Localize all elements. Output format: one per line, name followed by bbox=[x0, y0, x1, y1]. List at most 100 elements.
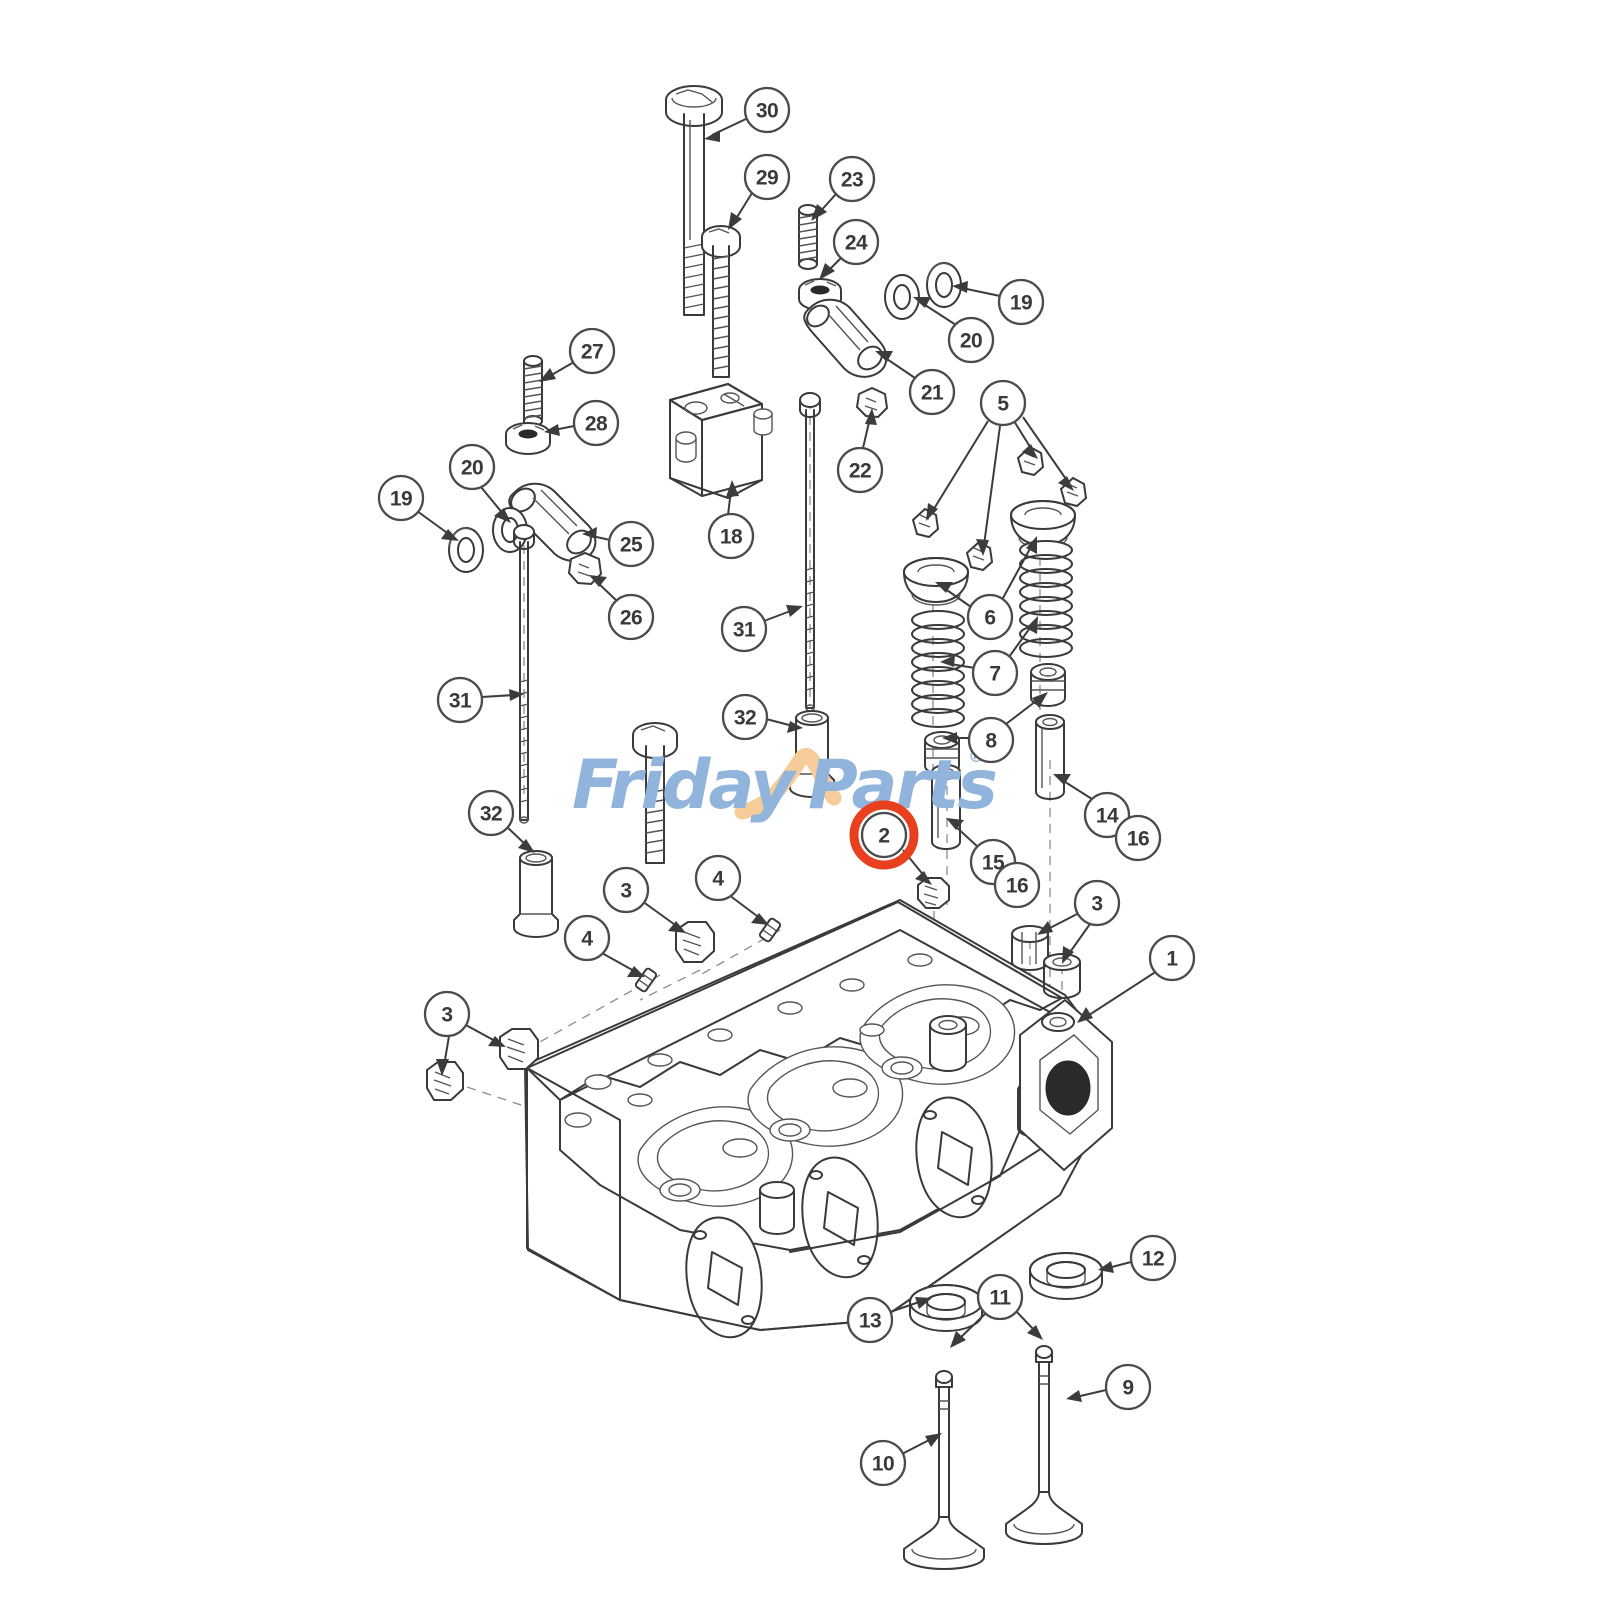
callout-circle-icon bbox=[967, 716, 1015, 764]
callout-circle-icon bbox=[1114, 814, 1162, 862]
part-valve-seat-12 bbox=[1029, 1252, 1103, 1300]
callout-number-label: 12 bbox=[1142, 1248, 1164, 1271]
callout-circle-icon bbox=[1129, 1234, 1177, 1282]
callout-number-label: 4 bbox=[581, 928, 593, 951]
callout-number-label: 26 bbox=[620, 607, 642, 630]
callout-32[interactable]: 32 bbox=[467, 789, 515, 837]
part-long-head-bolt-30 bbox=[665, 85, 723, 316]
callout-circle-icon bbox=[832, 218, 880, 266]
callout-circle-icon bbox=[846, 1296, 894, 1344]
callout-19[interactable]: 19 bbox=[997, 278, 1045, 326]
callout-circle-icon bbox=[607, 520, 655, 568]
callout-number-label: 16 bbox=[1127, 828, 1149, 851]
highlight-ring-icon bbox=[849, 800, 919, 870]
callout-bubbles-layer: 1233344567891011121314151616181919202021… bbox=[377, 86, 1196, 1487]
callout-3[interactable]: 3 bbox=[423, 990, 471, 1038]
part-plug-2-highlighted bbox=[917, 877, 950, 909]
part-plug-3-e bbox=[1043, 953, 1081, 999]
callout-20[interactable]: 20 bbox=[448, 443, 496, 491]
part-push-rod-31-center bbox=[799, 392, 821, 712]
callout-circle-icon bbox=[602, 866, 650, 914]
callout-number-label: 10 bbox=[872, 1453, 894, 1476]
callout-21[interactable]: 21 bbox=[908, 368, 956, 416]
callout-circle-icon bbox=[1104, 1363, 1152, 1411]
callout-3[interactable]: 3 bbox=[602, 866, 650, 914]
callout-9[interactable]: 9 bbox=[1104, 1363, 1152, 1411]
callout-19[interactable]: 19 bbox=[377, 474, 425, 522]
callout-number-label: 2 bbox=[878, 825, 889, 848]
callout-29[interactable]: 29 bbox=[743, 153, 791, 201]
callout-23[interactable]: 23 bbox=[828, 155, 876, 203]
callout-number-label: 7 bbox=[989, 663, 1000, 686]
callout-circle-icon bbox=[993, 861, 1041, 909]
callout-circle-icon bbox=[721, 693, 769, 741]
callout-circle-icon bbox=[979, 379, 1027, 427]
callout-16[interactable]: 16 bbox=[993, 861, 1041, 909]
callout-circle-icon bbox=[947, 316, 995, 364]
callout-number-label: 31 bbox=[449, 690, 472, 713]
callout-number-label: 19 bbox=[1010, 292, 1032, 315]
callout-20[interactable]: 20 bbox=[947, 316, 995, 364]
callout-circle-icon bbox=[976, 1273, 1024, 1321]
callout-1[interactable]: 1 bbox=[1148, 934, 1196, 982]
part-adjusting-screw-27 bbox=[523, 355, 543, 427]
callout-31[interactable]: 31 bbox=[720, 605, 768, 653]
part-valve-seat-13 bbox=[909, 1284, 983, 1332]
callout-25[interactable]: 25 bbox=[607, 520, 655, 568]
callout-12[interactable]: 12 bbox=[1129, 1234, 1177, 1282]
callout-31[interactable]: 31 bbox=[436, 676, 484, 724]
callout-22[interactable]: 22 bbox=[836, 446, 884, 494]
callout-number-label: 3 bbox=[441, 1004, 452, 1027]
callout-16[interactable]: 16 bbox=[1114, 814, 1162, 862]
callout-circle-icon bbox=[1148, 934, 1196, 982]
callout-6[interactable]: 6 bbox=[966, 593, 1014, 641]
callout-number-label: 23 bbox=[841, 169, 863, 192]
callout-4[interactable]: 4 bbox=[694, 854, 742, 902]
part-adjusting-screw-23 bbox=[798, 204, 818, 270]
part-valve-cap-22 bbox=[855, 386, 889, 419]
callout-8[interactable]: 8 bbox=[967, 716, 1015, 764]
part-push-rod-31-left bbox=[513, 524, 535, 824]
callout-14[interactable]: 14 bbox=[1083, 791, 1131, 839]
callout-number-label: 22 bbox=[849, 460, 871, 483]
callout-circle-icon bbox=[1083, 791, 1131, 839]
callout-13[interactable]: 13 bbox=[846, 1296, 894, 1344]
callout-24[interactable]: 24 bbox=[832, 218, 880, 266]
callout-28[interactable]: 28 bbox=[572, 399, 620, 447]
callout-30[interactable]: 30 bbox=[743, 86, 791, 134]
part-valve-spring-7-right bbox=[1019, 540, 1073, 658]
callout-circle-icon bbox=[694, 854, 742, 902]
callout-number-label: 27 bbox=[581, 341, 603, 364]
part-short-head-bolt-29 bbox=[701, 225, 741, 378]
callout-10[interactable]: 10 bbox=[859, 1439, 907, 1487]
part-spring-seat-8-right bbox=[1030, 663, 1066, 707]
callout-circle-icon bbox=[377, 474, 425, 522]
part-intake-valve-10 bbox=[903, 1370, 985, 1570]
callout-circle-icon bbox=[997, 278, 1045, 326]
callout-number-label: 31 bbox=[733, 619, 756, 642]
callout-number-label: 4 bbox=[712, 868, 724, 891]
callout-number-label: 1 bbox=[1166, 948, 1178, 971]
callout-32[interactable]: 32 bbox=[721, 693, 769, 741]
callout-number-label: 21 bbox=[921, 382, 944, 405]
callout-number-label: 16 bbox=[1006, 875, 1028, 898]
callout-circle-icon bbox=[720, 605, 768, 653]
callout-4[interactable]: 4 bbox=[563, 914, 611, 962]
callout-7[interactable]: 7 bbox=[971, 649, 1019, 697]
callout-3[interactable]: 3 bbox=[1073, 879, 1121, 927]
callout-27[interactable]: 27 bbox=[568, 327, 616, 375]
callout-11[interactable]: 11 bbox=[976, 1273, 1024, 1321]
callout-2[interactable]: 2 bbox=[860, 811, 908, 859]
callout-5[interactable]: 5 bbox=[979, 379, 1027, 427]
fridayparts-watermark: Friday Parts ® bbox=[572, 746, 998, 825]
part-valve-guide-15 bbox=[931, 764, 961, 850]
callout-18[interactable]: 18 bbox=[707, 512, 755, 560]
part-washer-20-right bbox=[884, 274, 920, 320]
callout-number-label: 32 bbox=[480, 803, 502, 826]
part-cylinder-head-body bbox=[523, 898, 1113, 1339]
callout-number-label: 8 bbox=[985, 730, 997, 753]
callout-26[interactable]: 26 bbox=[607, 593, 655, 641]
callout-number-label: 15 bbox=[982, 852, 1005, 875]
callout-number-label: 5 bbox=[997, 393, 1009, 416]
